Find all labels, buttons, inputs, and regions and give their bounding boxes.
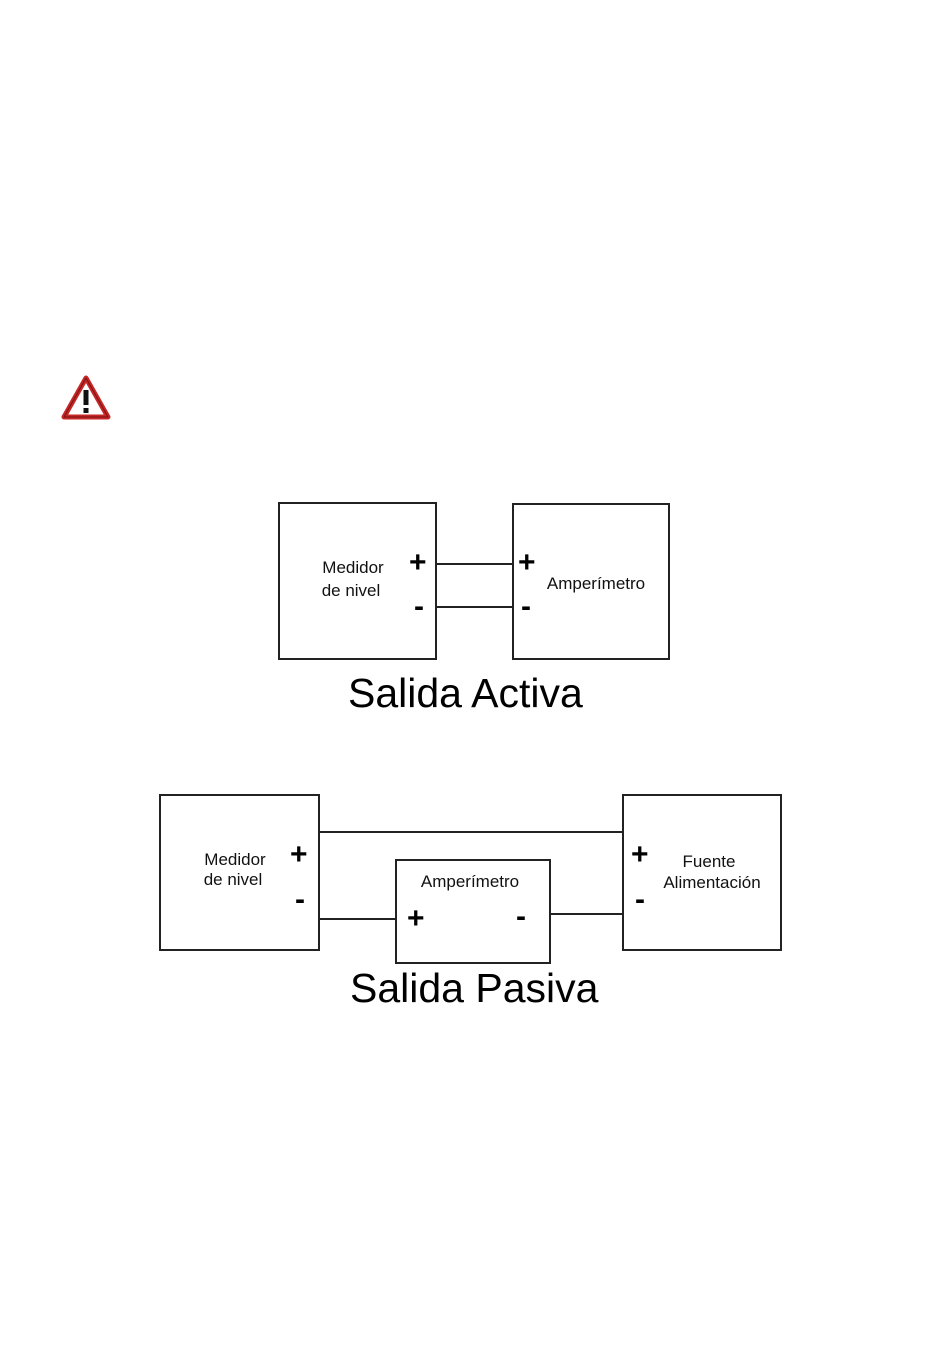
passive-ammeter-minus-terminal: - [516, 902, 526, 932]
active-meter-minus-terminal: - [414, 592, 424, 622]
active-positive-wire [437, 563, 513, 565]
passive-supply-label-line1: Fuente [659, 851, 759, 873]
passive-supply-plus-terminal: + [631, 840, 649, 870]
passive-meter-to-ammeter-wire [320, 918, 396, 920]
passive-meter-plus-terminal: + [290, 840, 308, 870]
passive-supply-minus-terminal: - [635, 885, 645, 915]
passive-output-caption: Salida Pasiva [350, 965, 598, 1012]
passive-level-meter-label-line1: Medidor [182, 849, 288, 871]
active-ammeter-minus-terminal: - [521, 592, 531, 622]
active-meter-plus-terminal: + [409, 548, 427, 578]
passive-ammeter-to-supply-wire [550, 913, 623, 915]
active-negative-wire [437, 606, 513, 608]
passive-ammeter-plus-terminal: + [407, 904, 425, 934]
active-level-meter-label-line2: de nivel [298, 580, 404, 602]
active-ammeter-label: Amperímetro [538, 573, 654, 595]
warning-triangle-icon [61, 375, 111, 426]
active-output-caption: Salida Activa [348, 670, 583, 717]
active-ammeter-plus-terminal: + [518, 548, 536, 578]
passive-top-wire [320, 831, 623, 833]
passive-level-meter-label-line2: de nivel [180, 869, 286, 891]
passive-meter-minus-terminal: - [295, 885, 305, 915]
passive-supply-label-line2: Alimentación [652, 872, 772, 894]
active-level-meter-label-line1: Medidor [300, 557, 406, 579]
passive-ammeter-label: Amperímetro [410, 871, 530, 893]
